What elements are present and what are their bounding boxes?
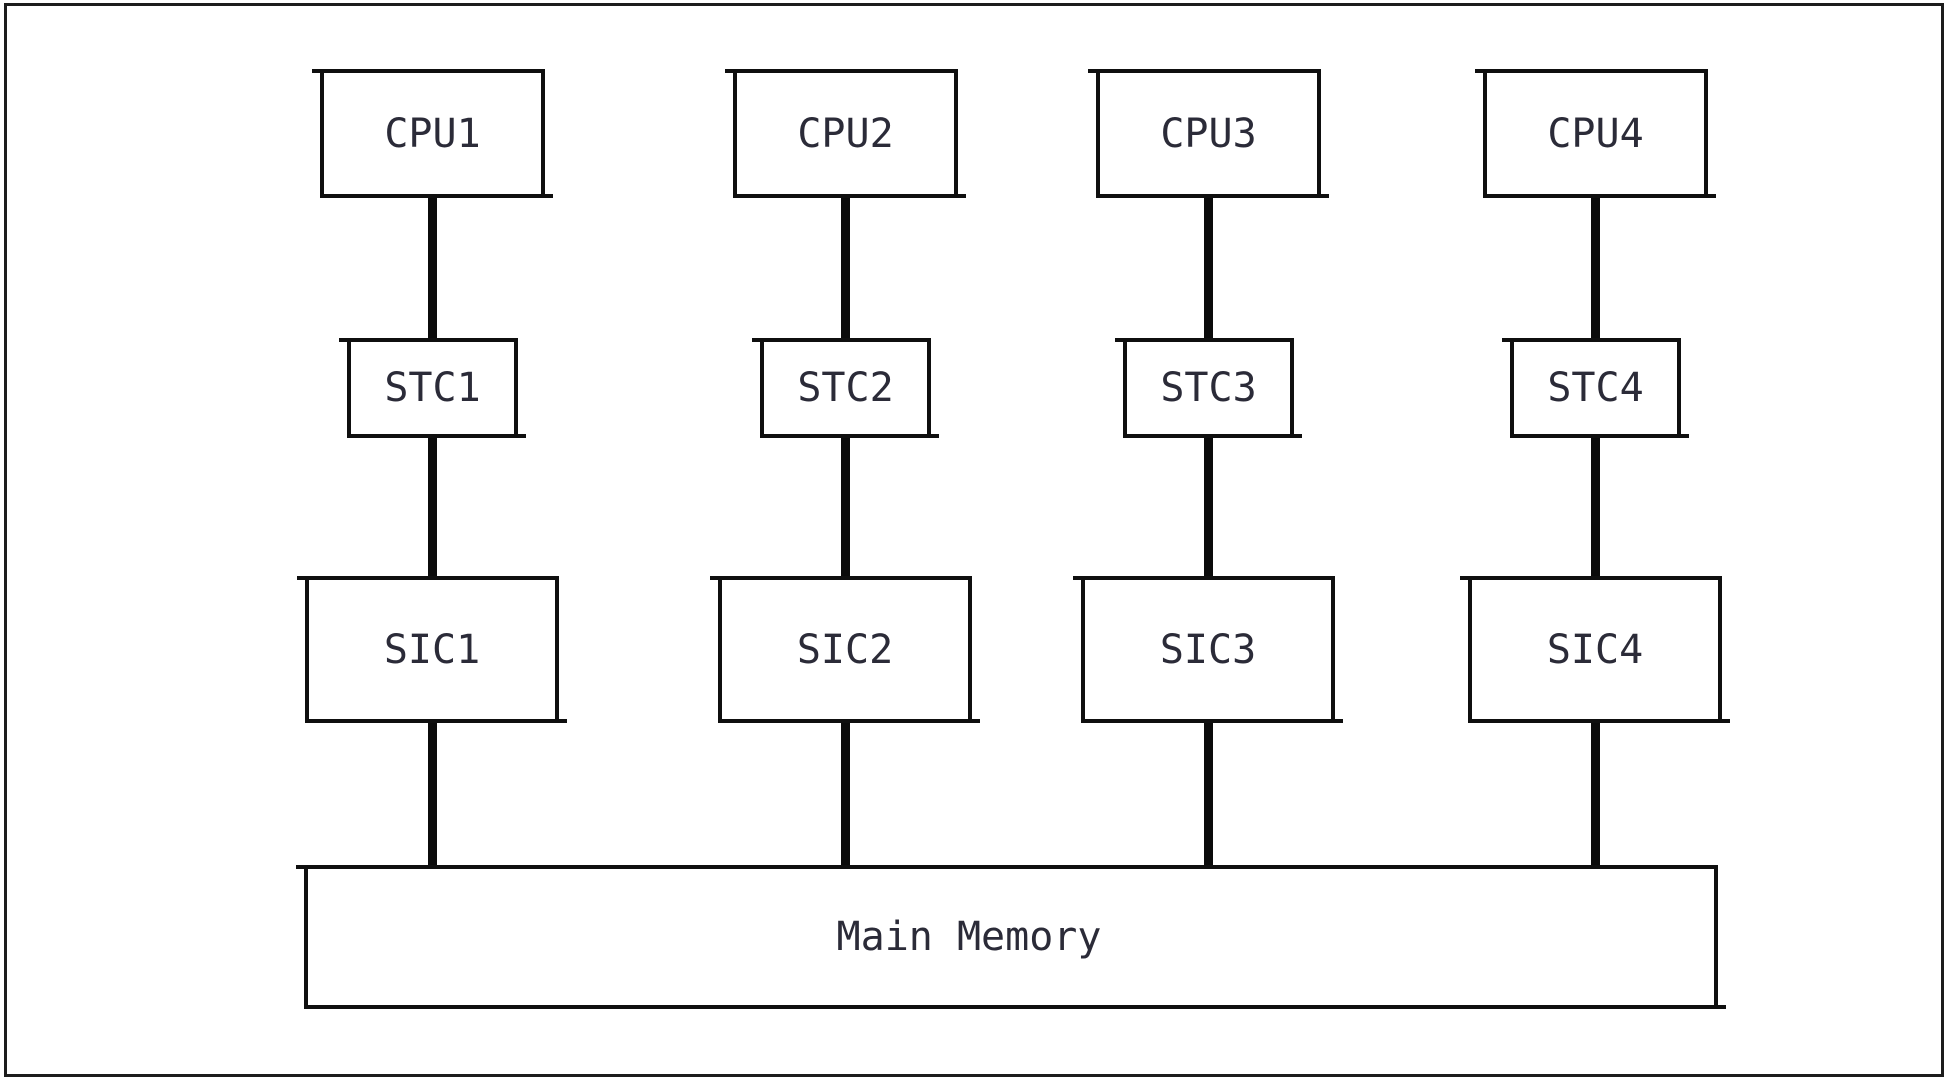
cpu4-label: CPU4 [1547, 110, 1644, 157]
stc1-label: STC1 [384, 365, 481, 411]
sic1-box: SIC1 [297, 576, 567, 723]
cpu1-label: CPU1 [384, 110, 481, 157]
stc3-box: STC3 [1115, 338, 1302, 438]
cpu3-label: CPU3 [1160, 110, 1257, 157]
stc4-label: STC4 [1547, 365, 1644, 411]
main-memory-box: Main Memory [296, 865, 1726, 1009]
stc4-box: STC4 [1502, 338, 1689, 438]
sic4-box: SIC4 [1460, 576, 1730, 723]
stc2-label: STC2 [797, 365, 894, 411]
sic1-label: SIC1 [383, 626, 481, 673]
connector-column2 [841, 195, 850, 875]
sic4-label: SIC4 [1546, 626, 1644, 673]
sic2-label: SIC2 [796, 626, 894, 673]
connector-column4 [1591, 195, 1600, 875]
cpu2-box: CPU2 [725, 69, 966, 198]
connector-column1 [428, 195, 437, 875]
main-memory-label: Main Memory [836, 914, 1102, 960]
cpu1-box: CPU1 [312, 69, 553, 198]
sic2-box: SIC2 [710, 576, 980, 723]
diagram-border-frame [4, 3, 1944, 1077]
stc2-box: STC2 [752, 338, 939, 438]
cpu2-label: CPU2 [797, 110, 894, 157]
sic3-box: SIC3 [1073, 576, 1343, 723]
connector-column3 [1204, 195, 1213, 875]
cpu3-box: CPU3 [1088, 69, 1329, 198]
cpu4-box: CPU4 [1475, 69, 1716, 198]
stc3-label: STC3 [1160, 365, 1257, 411]
stc1-box: STC1 [339, 338, 526, 438]
sic3-label: SIC3 [1159, 626, 1257, 673]
